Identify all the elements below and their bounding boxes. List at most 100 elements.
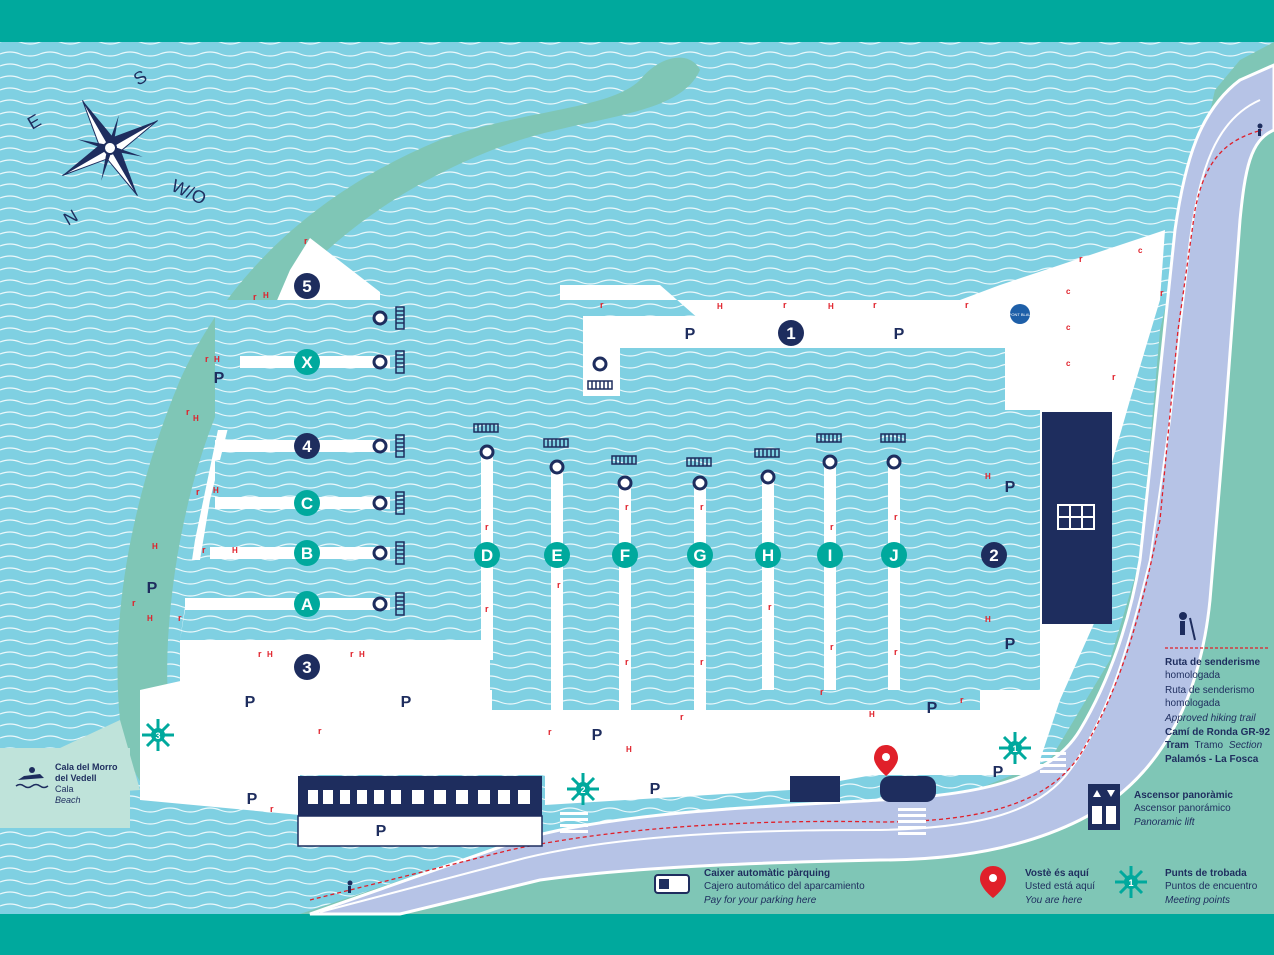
ladder-icon (816, 433, 842, 443)
meeting-point-1: 1 (999, 732, 1031, 764)
ring-buoy-icon (372, 438, 388, 454)
west-quay-top (583, 316, 621, 396)
bollard-mark: r (350, 649, 354, 659)
bollard-mark: r (960, 695, 964, 705)
bollard-mark: r (830, 642, 834, 652)
ladder-icon (395, 541, 405, 565)
parking-p-label: P (245, 694, 256, 711)
ladder-icon (686, 457, 712, 467)
parking-p-label: P (592, 727, 603, 744)
ladder-icon (395, 491, 405, 515)
ladder-icon (395, 306, 405, 330)
mark-c_mark: c (1138, 246, 1143, 255)
legend-meeting-2: Puntos de encuentro (1165, 881, 1258, 892)
bollard-mark: r (600, 300, 604, 310)
crosswalk-2 (898, 808, 926, 835)
legend-hiking-8: Palamós - La Fosca (1165, 754, 1259, 765)
top-frame-bar (0, 0, 1274, 42)
pier-marker-d: D (474, 542, 500, 568)
pier-marker-x: X (294, 349, 320, 375)
beach-name-4: Beach (55, 795, 81, 805)
zone-label-3: 3 (302, 658, 311, 677)
mark-hydrant: H (232, 546, 238, 555)
services-icons (308, 790, 530, 804)
zone-marker-5: 5 (294, 273, 320, 299)
bollard-mark: r (132, 598, 136, 608)
legend-hiking-7a: Tram (1165, 740, 1189, 751)
bollard-mark: r (965, 300, 969, 310)
mark-hydrant: H (267, 650, 273, 659)
mark-hydrant: H (213, 486, 219, 495)
bollard-mark: r (270, 804, 274, 814)
mark-hydrant: H (214, 355, 220, 364)
bollard-mark: r (1112, 372, 1116, 382)
ring-buoy-icon (372, 495, 388, 511)
legend-hiking-3: Ruta de senderismo (1165, 685, 1255, 696)
hiker-icon-bottom (347, 880, 353, 893)
pier-marker-c: C (294, 490, 320, 516)
ring-buoy-icon (372, 596, 388, 612)
parking-p-label: P (927, 700, 938, 717)
legend-meeting-3: Meeting points (1165, 895, 1230, 906)
zone-label-1: 1 (786, 324, 795, 343)
ladder-icon (395, 592, 405, 616)
legend-hiking-5: Approved hiking trail (1164, 713, 1256, 724)
swimmer-icon (15, 767, 49, 789)
pier-marker-e: E (544, 542, 570, 568)
pier-marker-b: B (294, 540, 320, 566)
beach-sand (0, 720, 140, 800)
pier-label-h: H (762, 546, 774, 565)
pier-marker-i: I (817, 542, 843, 568)
mark-hydrant: H (147, 614, 153, 623)
legend-hiking-7b: Tramo (1195, 740, 1224, 751)
parking-p-label: P (1005, 479, 1016, 496)
mark-c_mark: c (1066, 323, 1071, 332)
ladder-icon (543, 438, 569, 448)
harbour-office (880, 776, 936, 802)
zone-marker-2: 2 (981, 542, 1007, 568)
bollard-mark: r (202, 545, 206, 555)
bollard-mark: r (873, 300, 877, 310)
mark-hydrant: H (359, 650, 365, 659)
parking-p-label: P (214, 370, 225, 387)
mark-hydrant: H (152, 542, 158, 551)
bollard-mark: r (680, 712, 684, 722)
pier-end-icons (372, 306, 906, 616)
parking-building (297, 815, 543, 847)
zone-marker-4: 4 (294, 433, 320, 459)
pier-label-x: X (301, 353, 313, 372)
road-center-line (319, 99, 1261, 913)
bollard-mark: r (1160, 288, 1164, 298)
bollard-mark: r (820, 687, 824, 697)
zone-label-5: 5 (302, 277, 311, 296)
parking-p-label: P (147, 580, 158, 597)
ladder-icon (473, 423, 499, 433)
ladder-icon (587, 380, 613, 390)
ring-buoy-icon (549, 459, 565, 475)
bollard-mark: r (894, 512, 898, 522)
legend-hiking-1: Ruta de senderisme (1165, 657, 1260, 668)
legend-lift: Ascensor panoràmic Ascensor panorámico P… (1088, 784, 1233, 830)
bollard-mark: r (304, 236, 308, 246)
parking-p-label: P (685, 326, 696, 343)
legend-lift-2: Ascensor panorámico (1134, 803, 1231, 814)
pier-marker-h: H (755, 542, 781, 568)
legend-hiking-7c: Section (1229, 740, 1263, 751)
zone-marker-3: 3 (294, 654, 320, 680)
legend-here-3: You are here (1025, 895, 1083, 906)
ring-buoy-icon (372, 545, 388, 561)
bollard-mark: r (700, 502, 704, 512)
mark-c_mark: c (1066, 287, 1071, 296)
pier-label-g: G (693, 546, 706, 565)
legend-here-2: Usted está aquí (1025, 881, 1095, 892)
ring-buoy-icon (822, 454, 838, 470)
parking-p-label: P (401, 694, 412, 711)
bollard-mark: r (894, 647, 898, 657)
bollard-mark: r (768, 602, 772, 612)
compass-rose (62, 100, 158, 196)
info-panel (790, 776, 840, 802)
mark-hydrant: H (985, 615, 991, 624)
crosswalk-1 (560, 812, 588, 833)
meeting-point-2: 2 (567, 773, 599, 805)
